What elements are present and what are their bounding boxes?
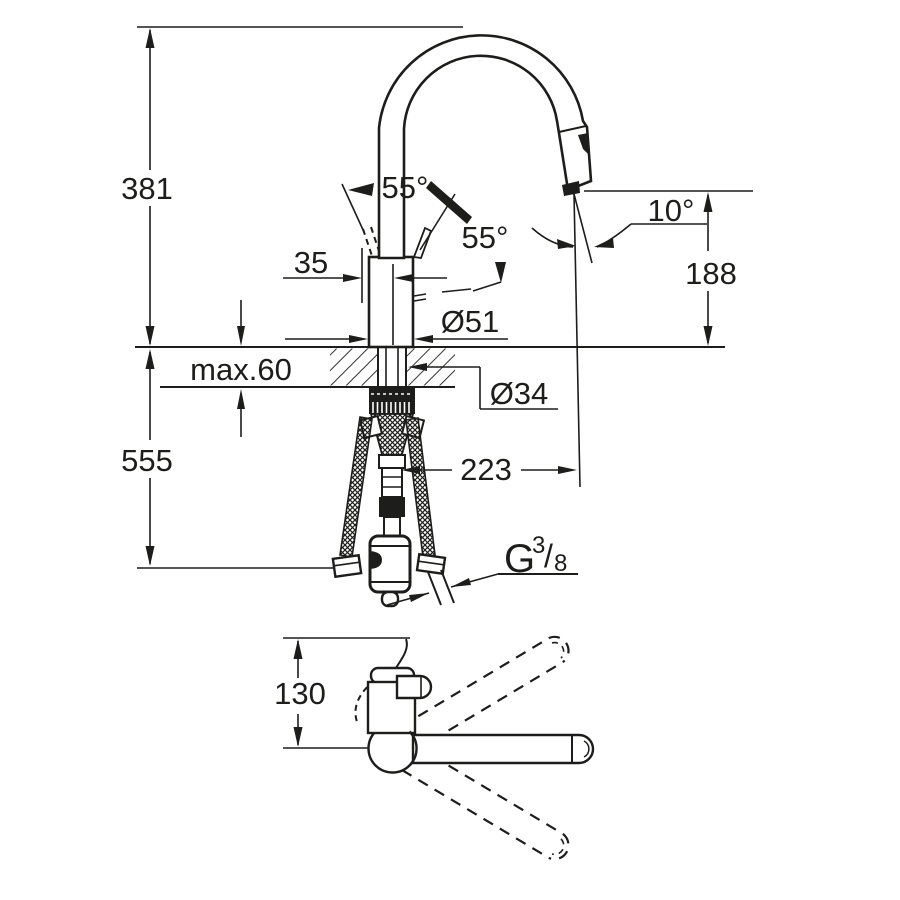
- dim-188-label: 188: [685, 256, 737, 291]
- hose-curve-top-view: [393, 638, 408, 672]
- left-hose-fitting: [331, 553, 363, 579]
- lever-dashed-1: [362, 228, 373, 257]
- dia-51-label: Ø51: [441, 304, 500, 339]
- arrow-right: [349, 335, 368, 343]
- arrow-down: [703, 326, 713, 346]
- handle-top-view: [395, 674, 433, 700]
- angle-10-label: 10°: [648, 193, 695, 228]
- arrow-up: [145, 28, 155, 48]
- dim-130-label: 130: [274, 676, 326, 711]
- mounting-nut-ribs: [369, 401, 415, 414]
- spout-arm-top-view: [411, 733, 595, 765]
- top-view: 130: [274, 635, 595, 861]
- lever-up-right: [412, 226, 433, 259]
- arrow-left: [401, 466, 420, 474]
- dim-max60: max.60: [190, 300, 292, 437]
- dim-max60-label: max.60: [190, 352, 292, 387]
- dim-35: 35: [283, 245, 447, 303]
- connector-black-section: [379, 497, 405, 517]
- counter-hatch-left: [330, 348, 377, 386]
- connector-band-3: [383, 516, 401, 537]
- pullout-hose-edge-right: [440, 569, 455, 604]
- lever-axis-line: [419, 193, 456, 251]
- dim-55-right: 55°: [413, 220, 509, 302]
- dim-555-label: 555: [121, 443, 173, 478]
- arrow-down-left: [451, 578, 471, 587]
- arrow-left: [408, 363, 427, 371]
- dim-223-label: 223: [460, 452, 512, 487]
- arrow-right: [558, 466, 577, 474]
- arrow-left: [394, 274, 413, 282]
- dim-130: 130: [274, 637, 410, 749]
- angle-55-right-label: 55°: [462, 220, 509, 255]
- left-supply-hose: [339, 416, 373, 558]
- dim-35-label: 35: [294, 245, 328, 280]
- arrow-left: [348, 183, 374, 196]
- lever-dashed-2: [370, 226, 381, 255]
- rib-lines: [372, 402, 410, 413]
- dia-34-label: Ø34: [490, 376, 549, 411]
- arrow-down: [145, 546, 155, 566]
- dim-188: 188: [584, 190, 753, 346]
- thread-numerator: 3: [532, 532, 545, 559]
- right-supply-hose: [405, 417, 436, 558]
- arrow-up: [237, 389, 245, 409]
- spray-head-edge-detail: [578, 133, 590, 156]
- arrow-left: [594, 238, 614, 248]
- arrow-up: [293, 639, 303, 659]
- dim-381: 381: [121, 26, 463, 346]
- arrow-left: [414, 335, 433, 343]
- supply-hoses: [331, 416, 455, 606]
- connector-band-2: [381, 467, 403, 498]
- arrow-up: [145, 349, 155, 369]
- dim-g38: G 3 / 8: [386, 532, 578, 606]
- dim-dia51: Ø51: [285, 304, 508, 343]
- arrow-down: [145, 326, 155, 346]
- pullout-hose-edge-left: [427, 571, 442, 606]
- faucet-body: [367, 255, 415, 388]
- vertical-reference-line: [573, 193, 581, 488]
- dim-223: 223: [401, 452, 577, 487]
- dim-10deg: 10°: [531, 193, 707, 488]
- arrow-down: [293, 727, 303, 747]
- right-hose-fitting: [415, 552, 447, 576]
- weight-notch: [370, 551, 382, 569]
- side-view: 381 555 max.60 35: [121, 26, 753, 608]
- body-column: [367, 255, 415, 349]
- aerator-arc: [583, 740, 590, 758]
- thread-slash: /: [544, 538, 553, 574]
- arrow-up: [703, 192, 713, 212]
- spray-face: [562, 181, 580, 196]
- connector-band-1: [378, 454, 406, 469]
- dim-381-label: 381: [121, 171, 173, 206]
- dim-dia34: Ø34: [408, 363, 558, 411]
- spray-head-collar-line: [558, 125, 587, 133]
- thread-denominator: 8: [554, 550, 567, 577]
- swivel-circle-front-arc: [408, 730, 418, 767]
- arrow-up-right: [409, 593, 429, 602]
- spout: [377, 34, 593, 260]
- tilted-axis-line: [573, 193, 593, 264]
- spout-outline: [377, 34, 593, 260]
- dim-55-left: 55°: [341, 170, 472, 251]
- angle-55-left-label: 55°: [382, 170, 429, 205]
- arrow-down: [495, 262, 506, 283]
- angle-ext-line: [341, 183, 365, 233]
- arrow-right: [343, 274, 362, 282]
- arrow-down: [237, 326, 245, 346]
- dim-555: 555: [121, 349, 337, 569]
- arrow-right: [557, 239, 576, 249]
